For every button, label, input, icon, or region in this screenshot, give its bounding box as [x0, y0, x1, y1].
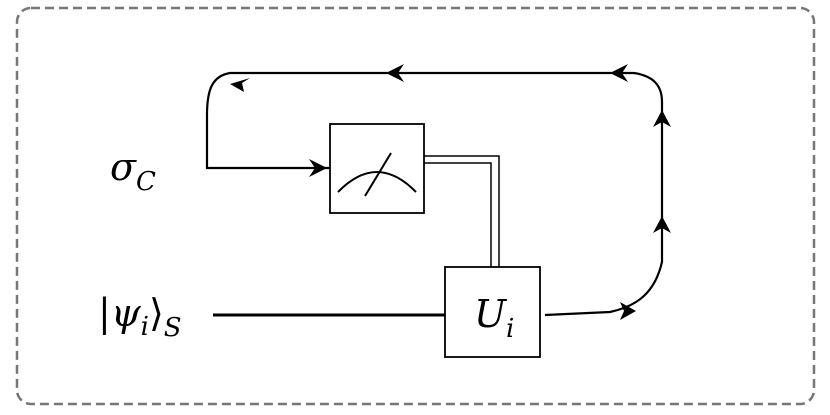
- control-symbol: σ: [110, 145, 137, 189]
- system-symbol: ψ: [111, 291, 142, 335]
- unitary-gate: Ui: [444, 266, 541, 358]
- arrowhead-up-lower: [653, 216, 671, 233]
- system-open-bar: |: [98, 291, 111, 335]
- arrowhead-into-meter: [309, 159, 327, 177]
- arrowhead-left-top-middle: [386, 64, 404, 82]
- arrowhead-left-corner: [230, 78, 250, 92]
- system-close-angle: ⟩: [149, 291, 164, 335]
- loop-arrowheads: [230, 64, 671, 320]
- unitary-box: [444, 266, 541, 358]
- system-index: i: [141, 312, 149, 342]
- system-subscript: S: [164, 313, 182, 343]
- measurement-gate: [329, 123, 425, 214]
- arrowhead-left-top-right: [610, 64, 628, 82]
- meter-needle: [364, 152, 392, 197]
- feedback-loop-wire: [205, 71, 664, 317]
- unitary-index: i: [506, 314, 514, 344]
- meter-icon: [337, 152, 417, 197]
- system-input-label: |ψi⟩S: [98, 291, 182, 343]
- dashed-frame: [15, 6, 816, 406]
- classical-double-wire: [424, 155, 500, 267]
- control-input-label: σC: [110, 145, 156, 197]
- unitary-symbol: U: [474, 292, 508, 336]
- unitary-label: Ui: [474, 292, 514, 344]
- meter-arc: [337, 171, 417, 193]
- measurement-box: [329, 123, 425, 214]
- arrowhead-up-upper: [653, 110, 671, 127]
- arrowhead-right-bottom: [620, 302, 636, 320]
- control-subscript: C: [136, 167, 156, 197]
